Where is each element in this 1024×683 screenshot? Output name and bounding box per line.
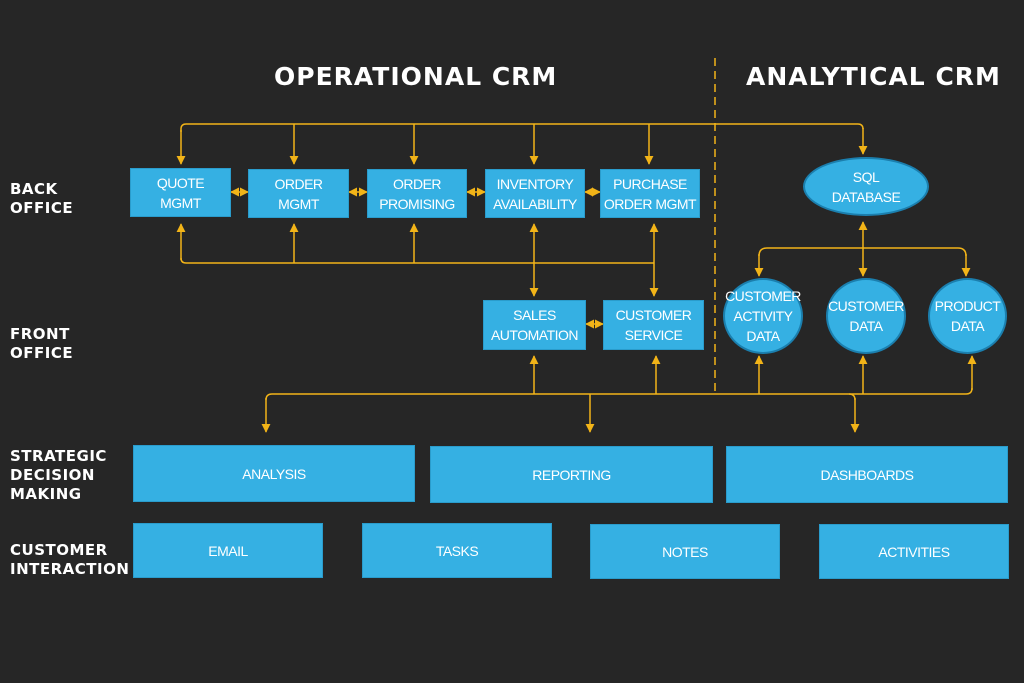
inventory-availability-box: INVENTORY AVAILABILITY	[485, 169, 585, 218]
dashboards-box: DASHBOARDS	[726, 446, 1008, 503]
sales-automation-box: SALES AUTOMATION	[483, 300, 586, 350]
email-box: EMAIL	[133, 523, 323, 578]
customer-activity-data-circle: CUSTOMER ACTIVITY DATA	[723, 278, 803, 354]
notes-box: NOTES	[590, 524, 780, 579]
tasks-box: TASKS	[362, 523, 552, 578]
order-promising-box: ORDER PROMISING	[367, 169, 467, 218]
row-label-customer-interaction: CUSTOMER INTERACTION	[10, 541, 130, 578]
row-label-front-office: FRONT OFFICE	[10, 325, 74, 362]
arrow-to-dashboards-path	[848, 393, 856, 401]
reporting-box: REPORTING	[430, 446, 713, 503]
purchase-order-mgmt-box: PURCHASE ORDER MGMT	[600, 169, 700, 218]
back-office-lower-bus	[180, 257, 654, 264]
sql-database-ellipse: SQL DATABASE	[803, 157, 929, 216]
lower-bus-line	[265, 387, 973, 401]
activities-box: ACTIVITIES	[819, 524, 1009, 579]
operational-crm-title: OPERATIONAL CRM	[274, 62, 558, 91]
quote-mgmt-box: QUOTE MGMT	[130, 168, 231, 217]
row-label-back-office: BACK OFFICE	[10, 180, 74, 217]
customer-service-box: CUSTOMER SERVICE	[603, 300, 704, 350]
customer-data-circle: CUSTOMER DATA	[826, 278, 906, 354]
analysis-box: ANALYSIS	[133, 445, 415, 502]
row-label-strategic: STRATEGIC DECISION MAKING	[10, 447, 107, 503]
top-bus-line	[180, 123, 864, 132]
order-mgmt-box: ORDER MGMT	[248, 169, 349, 218]
product-data-circle: PRODUCT DATA	[928, 278, 1007, 354]
analytical-crm-title: ANALYTICAL CRM	[746, 62, 1001, 91]
